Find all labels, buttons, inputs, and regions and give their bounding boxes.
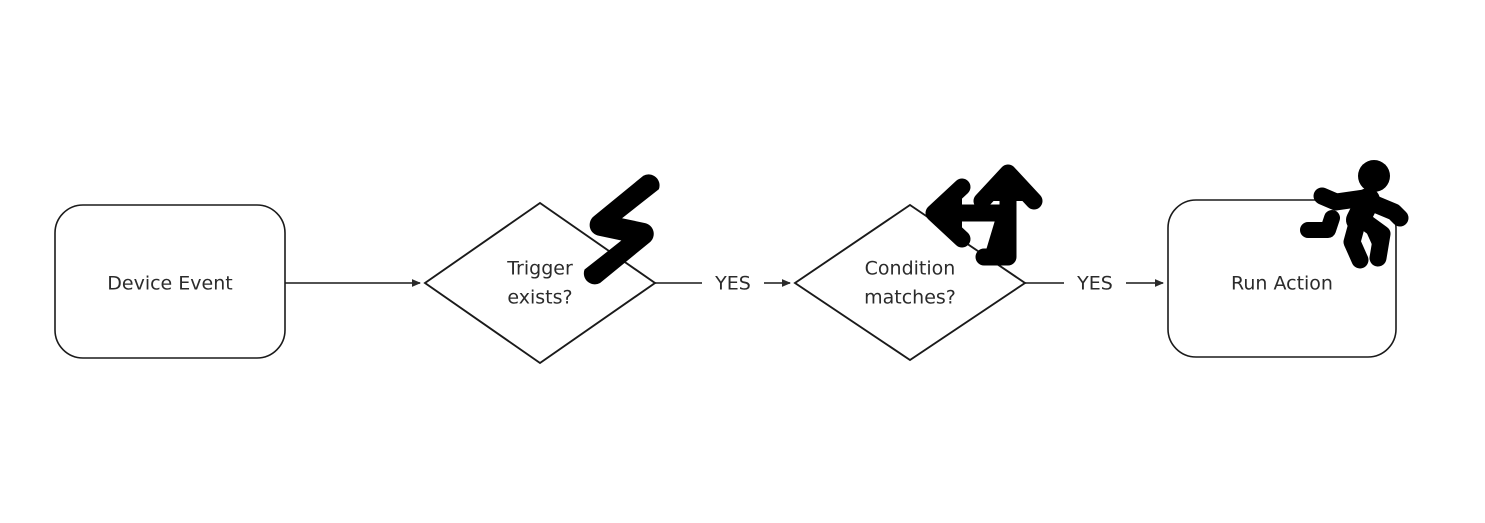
node-trigger-exists[interactable]: Trigger exists? <box>423 201 657 365</box>
trigger-exists-label-line2: exists? <box>507 287 572 309</box>
lightning-bolt-icon <box>583 174 660 285</box>
condition-matches-label-line2: matches? <box>864 287 956 309</box>
device-event-shape[interactable] <box>54 204 286 359</box>
edge-label-yes-2: YES <box>1076 273 1113 295</box>
edge-condition-to-run-action: YES <box>1025 273 1164 295</box>
node-condition-matches[interactable]: Condition matches? <box>793 203 1027 362</box>
node-run-action[interactable]: Run Action <box>1167 199 1397 358</box>
device-event-label: Device Event <box>107 273 232 295</box>
branch-fork-arrow-icon <box>925 164 1043 266</box>
condition-matches-shape[interactable] <box>793 203 1027 362</box>
run-action-label: Run Action <box>1231 273 1333 295</box>
edge-label-yes-1: YES <box>714 273 751 295</box>
condition-matches-label-line1: Condition <box>865 258 956 280</box>
running-person-icon <box>1300 160 1409 269</box>
trigger-exists-label-line1: Trigger <box>506 258 573 280</box>
node-device-event[interactable]: Device Event <box>54 204 286 359</box>
run-action-shape[interactable] <box>1167 199 1397 358</box>
edge-trigger-to-condition: YES <box>655 273 791 295</box>
